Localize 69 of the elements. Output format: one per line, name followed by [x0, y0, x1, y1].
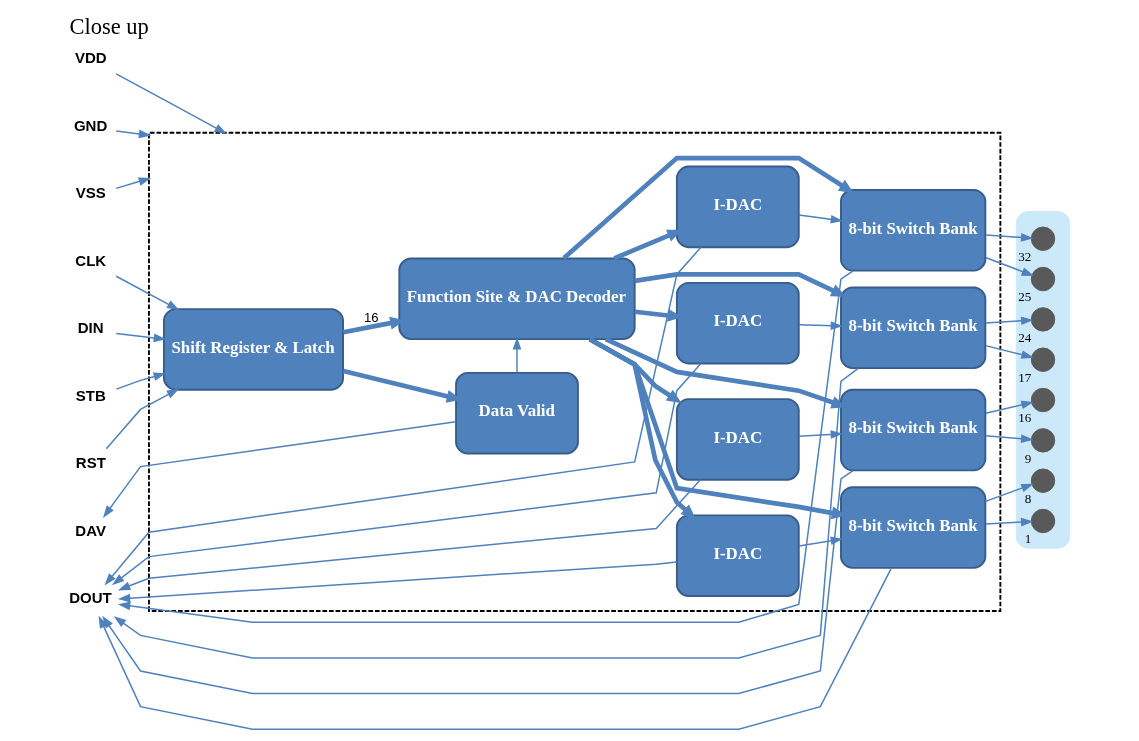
node-circle — [1030, 428, 1056, 453]
arrow — [984, 483, 1034, 503]
node-box: 8-bit Switch Bank — [840, 286, 987, 370]
arrow — [984, 517, 1034, 527]
node-circle — [1030, 347, 1056, 372]
node-label: 8 — [1024, 490, 1032, 506]
arrow — [115, 129, 152, 139]
node-box: 8-bit Switch Bank — [840, 189, 987, 272]
arrow — [115, 332, 167, 343]
node-circle — [1030, 226, 1056, 251]
cluster — [148, 131, 1002, 612]
arrow — [562, 155, 854, 260]
node-text: CLK — [75, 251, 107, 269]
arrow — [984, 344, 1034, 359]
node-label: 24 — [1018, 329, 1032, 345]
node-label: 9 — [1024, 450, 1032, 466]
node-label: 25 — [1018, 289, 1032, 305]
node-text: DOUT — [69, 589, 112, 607]
node-label: 17 — [1018, 369, 1032, 385]
arrow — [798, 214, 844, 224]
arrow — [104, 246, 702, 586]
node-box: I-DAC — [675, 514, 800, 597]
arrow — [984, 434, 1034, 443]
node-box: 8-bit Switch Bank — [840, 486, 987, 569]
node-box: I-DAC — [675, 398, 800, 481]
node-label: 1 — [1024, 531, 1032, 547]
diagram-title: Close up — [69, 13, 149, 39]
node-box: Function Site & DAC Decoder — [398, 257, 636, 341]
arrow — [117, 270, 854, 623]
node-box: I-DAC — [675, 165, 800, 249]
node-circle — [1030, 307, 1056, 332]
arrow — [798, 430, 844, 439]
arrow — [115, 275, 180, 311]
arrow — [115, 372, 166, 390]
node-circle — [1030, 266, 1056, 292]
arrow — [984, 316, 1034, 326]
node-text: VSS — [75, 184, 106, 202]
arrow — [117, 561, 678, 603]
node-text: DIN — [77, 319, 104, 337]
arrow — [113, 367, 859, 659]
node-box: Shift Register & Latch — [163, 308, 344, 391]
edge-label: 16 — [363, 310, 379, 326]
arrow — [115, 177, 152, 190]
arrow — [984, 256, 1035, 276]
arrow — [117, 479, 702, 591]
node-circle — [1030, 468, 1056, 493]
arrow — [512, 337, 522, 374]
node-label: 32 — [1018, 248, 1032, 264]
node-text: GND — [73, 116, 108, 134]
node-circle — [1030, 508, 1056, 534]
node-box: 8-bit Switch Bank — [840, 388, 987, 472]
arrow — [105, 388, 180, 450]
arrow — [98, 567, 893, 730]
arrow — [634, 272, 846, 297]
node-circle — [1030, 387, 1056, 413]
cluster — [1015, 211, 1071, 549]
arrow — [984, 400, 1034, 415]
arrow — [111, 362, 702, 586]
arrow — [102, 469, 854, 695]
node-text: RST — [75, 454, 106, 472]
node-text: DAV — [75, 521, 106, 539]
node-box: I-DAC — [675, 281, 800, 365]
node-text: STB — [75, 386, 106, 404]
arrow — [984, 233, 1034, 242]
arrow — [115, 73, 227, 134]
node-box: Data Valid — [455, 371, 579, 455]
arrow — [102, 421, 457, 518]
node-label: 16 — [1018, 410, 1032, 426]
node-text: VDD — [74, 49, 107, 67]
